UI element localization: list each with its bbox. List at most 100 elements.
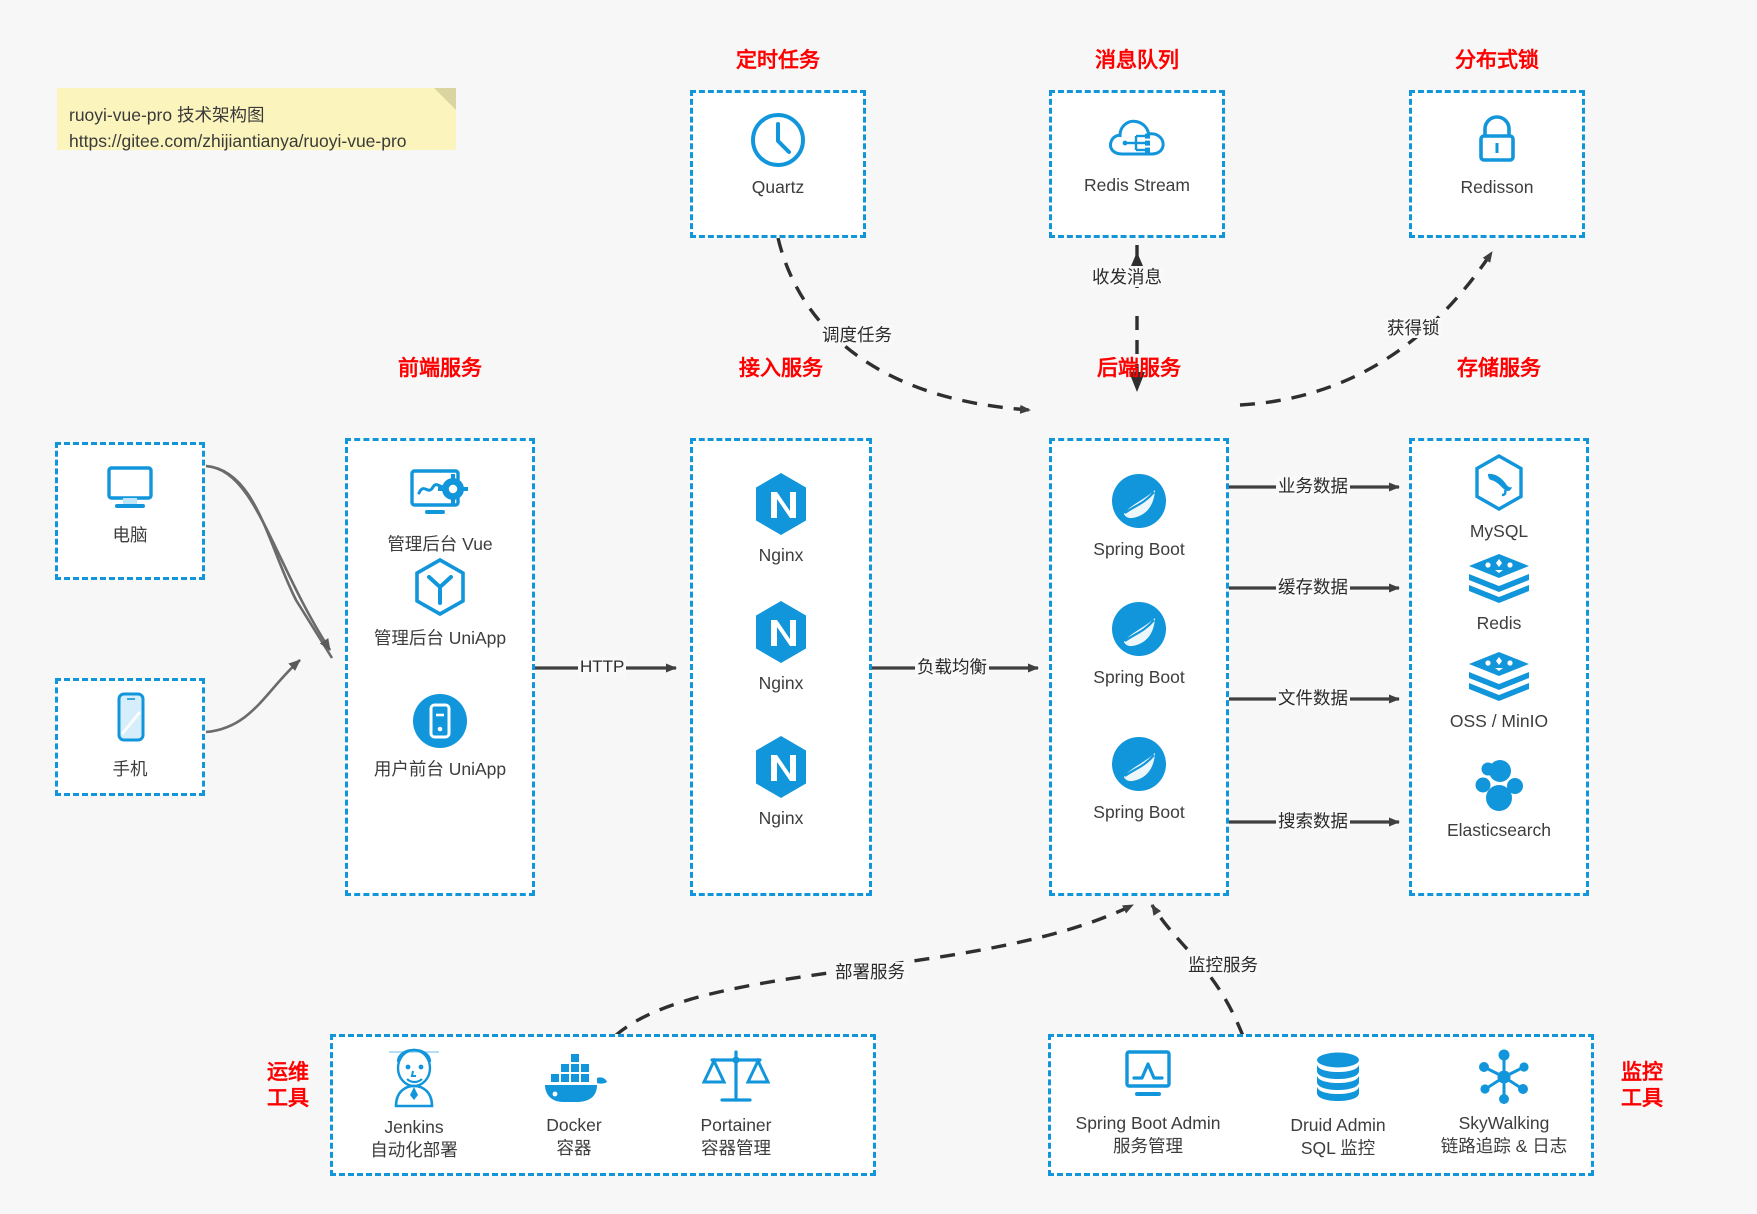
node-admin-uniapp[interactable]: 管理后台 UniApp (345, 555, 535, 650)
group-title-monitoring: 监控 工具 (1610, 1060, 1674, 1112)
node-sublabel: 自动化部署 (370, 1140, 458, 1160)
node-label: OSS / MinIO (1449, 711, 1549, 731)
node-label: Redis Stream (1083, 175, 1190, 195)
mysql-icon (1475, 454, 1523, 511)
monitoring-title-line1: 监控 (1621, 1061, 1663, 1084)
edge-label-schedule-task: 调度任务 (820, 325, 894, 345)
node-druid-admin[interactable]: Druid Admin SQL 监控 (1248, 1050, 1428, 1160)
node-quartz[interactable]: Quartz (690, 110, 866, 199)
node-label: Redis (1476, 613, 1522, 633)
group-message-queue (1049, 90, 1225, 238)
edge-label-acquire-lock: 获得锁 (1385, 318, 1442, 338)
node-docker[interactable]: Docker 容器 (490, 1050, 658, 1160)
node-spring-boot-3[interactable]: Spring Boot (1049, 733, 1229, 824)
group-title-storage: 存储服务 (1457, 357, 1541, 380)
node-label: Spring Boot Admin (1075, 1113, 1221, 1133)
node-mysql[interactable]: MySQL (1409, 452, 1589, 543)
mobile-icon (117, 692, 145, 742)
desktop-icon (107, 466, 153, 508)
node-label: Elasticsearch (1446, 820, 1552, 840)
group-title-frontend: 前端服务 (398, 357, 482, 380)
node-label: Druid Admin (1290, 1115, 1386, 1135)
node-label: 手机 (112, 759, 148, 779)
cloud-stream-icon (1109, 119, 1165, 156)
diagram-note: ruoyi-vue-pro 技术架构图 https://gitee.com/zh… (57, 88, 456, 151)
group-title-distributed-lock: 分布式锁 (1455, 49, 1539, 72)
node-label: SkyWalking (1458, 1113, 1550, 1133)
edge-label-http: HTTP (578, 657, 627, 677)
nginx-icon (756, 473, 806, 535)
note-url: https://gitee.com/zhijiantianya/ruoyi-vu… (69, 131, 407, 151)
node-mobile[interactable]: 手机 (55, 690, 205, 781)
redis-icon (1469, 554, 1529, 603)
node-elasticsearch[interactable]: Elasticsearch (1409, 755, 1589, 842)
group-title-scheduled-task: 定时任务 (736, 49, 820, 72)
node-jenkins[interactable]: Jenkins 自动化部署 (330, 1046, 498, 1162)
devops-title-line1: 运维 (267, 1061, 309, 1084)
node-nginx-1[interactable]: Nginx (690, 470, 872, 567)
group-title-backend: 后端服务 (1097, 357, 1181, 380)
edge-label-search-data: 搜索数据 (1276, 811, 1350, 831)
node-sublabel: 链路追踪 & 日志 (1440, 1136, 1568, 1156)
edge-label-load-balance: 负载均衡 (915, 657, 989, 677)
lock-icon (1479, 115, 1515, 162)
nginx-icon (756, 736, 806, 798)
edge-label-cache-data: 缓存数据 (1276, 577, 1350, 597)
node-label: Nginx (758, 545, 804, 565)
node-portainer[interactable]: Portainer 容器管理 (652, 1046, 820, 1160)
group-title-devops: 运维 工具 (256, 1060, 320, 1112)
note-fold-corner (434, 88, 456, 110)
dashboard-gear-icon (410, 469, 468, 514)
monitor-chart-icon (1125, 1050, 1171, 1096)
node-label: Redisson (1460, 177, 1534, 197)
node-label: 管理后台 Vue (387, 534, 493, 554)
mobile-circle-icon (413, 694, 467, 748)
node-label: Nginx (758, 808, 804, 828)
node-label: MySQL (1469, 521, 1529, 541)
node-spring-boot-1[interactable]: Spring Boot (1049, 470, 1229, 561)
oss-minio-icon (1469, 652, 1529, 701)
node-redisson[interactable]: Redisson (1409, 110, 1585, 199)
node-skywalking[interactable]: SkyWalking 链路追踪 & 日志 (1414, 1048, 1594, 1158)
node-redis-stream[interactable]: Redis Stream (1049, 112, 1225, 197)
node-sublabel: 容器管理 (701, 1138, 771, 1158)
node-redis[interactable]: Redis (1409, 552, 1589, 635)
node-spring-boot-admin[interactable]: Spring Boot Admin 服务管理 (1048, 1048, 1248, 1158)
node-user-uniapp[interactable]: 用户前台 UniApp (345, 690, 535, 781)
node-desktop[interactable]: 电脑 (55, 460, 205, 547)
node-label: 用户前台 UniApp (373, 759, 507, 779)
group-title-gateway: 接入服务 (739, 357, 823, 380)
group-client-desktop (55, 442, 205, 580)
node-nginx-3[interactable]: Nginx (690, 733, 872, 830)
node-label: Quartz (751, 177, 805, 197)
node-label: Jenkins (384, 1117, 444, 1137)
edge-label-business-data: 业务数据 (1276, 476, 1350, 496)
node-label: Spring Boot (1093, 539, 1185, 559)
edge-label-file-data: 文件数据 (1276, 688, 1350, 708)
skywalking-icon (1479, 1049, 1529, 1104)
node-label: Spring Boot (1093, 802, 1185, 822)
node-sublabel: SQL 监控 (1300, 1138, 1376, 1158)
node-sublabel: 服务管理 (1113, 1136, 1183, 1156)
spring-boot-icon (1111, 602, 1167, 656)
nginx-icon (756, 601, 806, 663)
node-spring-boot-2[interactable]: Spring Boot (1049, 598, 1229, 689)
monitoring-title-line2: 工具 (1621, 1087, 1663, 1110)
devops-title-line2: 工具 (267, 1087, 309, 1110)
group-frontend (345, 438, 535, 896)
note-title: ruoyi-vue-pro 技术架构图 (69, 105, 265, 125)
spring-boot-icon (1111, 737, 1167, 791)
database-icon (1317, 1052, 1359, 1101)
node-nginx-2[interactable]: Nginx (690, 598, 872, 695)
group-title-message-queue: 消息队列 (1095, 49, 1179, 72)
elasticsearch-icon (1475, 760, 1523, 811)
group-distributed-lock (1409, 90, 1585, 238)
node-admin-vue[interactable]: 管理后台 Vue (345, 465, 535, 556)
edge-label-send-receive-message: 收发消息 (1090, 267, 1164, 287)
node-label: Docker (546, 1115, 602, 1135)
portainer-scale-icon (702, 1050, 770, 1102)
jenkins-icon (389, 1048, 439, 1108)
node-label: Spring Boot (1093, 667, 1185, 687)
node-oss-minio[interactable]: OSS / MinIO (1409, 650, 1589, 733)
